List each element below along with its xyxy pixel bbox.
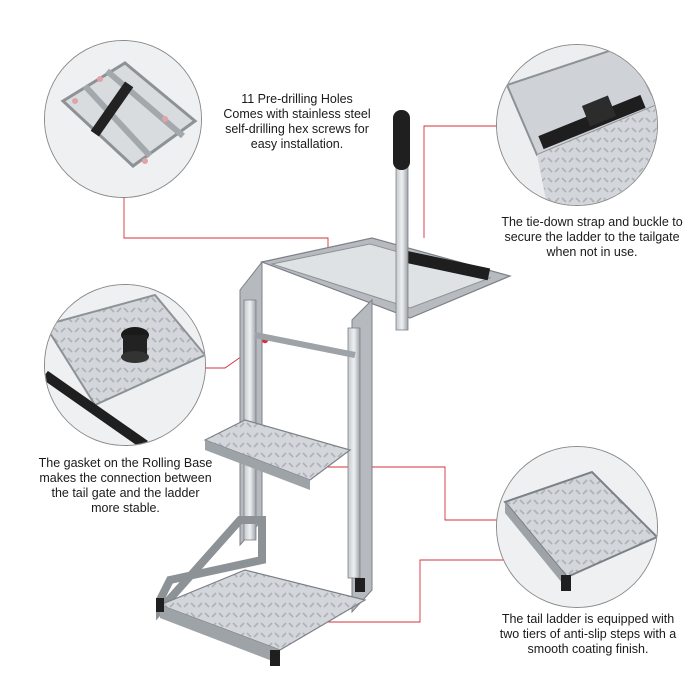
anti-slip-step-detail-icon	[497, 447, 657, 607]
detail-circle-gasket	[44, 284, 206, 446]
caption-gasket: The gasket on the Rolling Base makes the…	[38, 456, 213, 516]
caption-anti-slip-steps: The tail ladder is equipped with two tie…	[476, 612, 700, 657]
handle-grip-icon	[393, 110, 410, 170]
caption-line: when not in use.	[546, 245, 638, 259]
pre-drilled-holes-detail-icon	[45, 41, 201, 197]
caption-line: easy installation.	[250, 137, 344, 151]
gasket-detail-icon	[45, 285, 205, 445]
caption-line: 11 Pre-drilling Holes	[241, 92, 353, 106]
strap-icon	[399, 249, 491, 281]
caption-line: self-drilling hex screws for	[225, 122, 369, 136]
detail-circle-strap	[496, 44, 658, 206]
caption-line: The tie-down strap and buckle to	[501, 215, 683, 229]
caption-line: Comes with stainless steel	[223, 107, 371, 121]
caption-line: two tiers of anti-slip steps with a	[499, 627, 677, 641]
caption-tie-down-strap: The tie-down strap and buckle to secure …	[486, 215, 698, 260]
detail-circle-holes	[44, 40, 202, 198]
caption-line: The gasket on the Rolling Base	[38, 456, 213, 470]
caption-line: makes the connection between	[39, 471, 212, 485]
caption-line: The tail ladder is equipped with	[501, 612, 675, 626]
caption-line: smooth coating finish.	[527, 642, 649, 656]
caption-line: the tail gate and the ladder	[51, 486, 200, 500]
detail-circle-steps	[496, 446, 658, 608]
caption-line: secure the ladder to the tailgate	[504, 230, 680, 244]
strap-buckle-detail-icon	[497, 45, 657, 205]
caption-pre-drilling-holes: 11 Pre-drilling Holes Comes with stainle…	[212, 92, 382, 152]
caption-line: more stable.	[91, 501, 160, 515]
